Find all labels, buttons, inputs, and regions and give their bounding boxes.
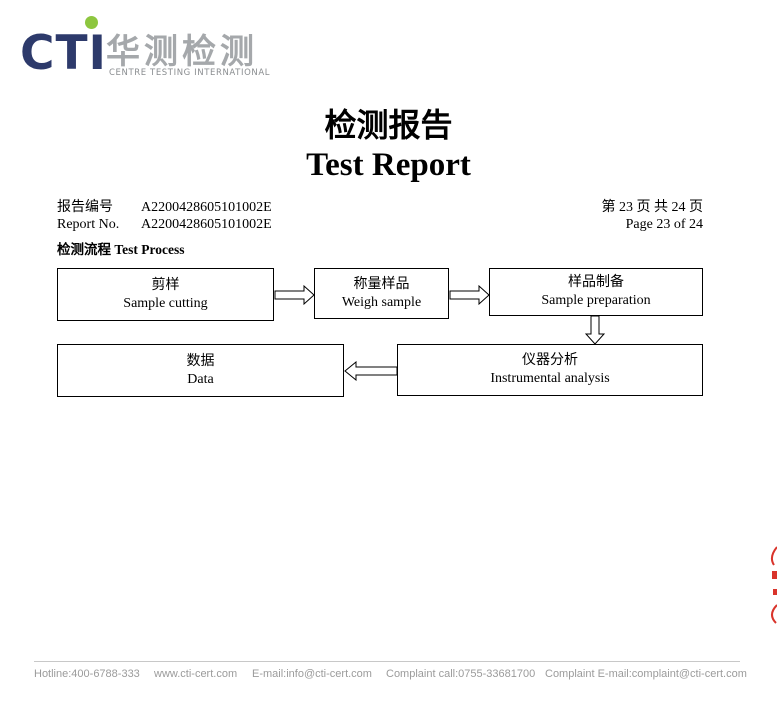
process-step-sample-cutting: 剪样 Sample cutting bbox=[57, 268, 274, 321]
step-label-cn: 数据 bbox=[186, 353, 215, 369]
page-number-en: Page 23 of 24 bbox=[625, 217, 703, 232]
footer-complaint-email-link[interactable]: Complaint E-mail:complaint@cti-cert.com bbox=[545, 668, 747, 680]
footer-email-link[interactable]: E-mail:info@cti-cert.com bbox=[252, 668, 372, 680]
footer-divider bbox=[34, 661, 740, 662]
process-step-instrumental-analysis: 仪器分析 Instrumental analysis bbox=[397, 344, 703, 396]
step-label-cn: 仪器分析 bbox=[522, 353, 578, 368]
step-label-cn: 样品制备 bbox=[568, 275, 624, 290]
arrow-right-icon bbox=[449, 285, 490, 305]
seal-stamp-fragment bbox=[770, 546, 777, 624]
arrow-right-icon bbox=[274, 285, 315, 305]
step-label-en: Data bbox=[187, 371, 214, 387]
footer-complaint-call: Complaint call:0755-33681700 bbox=[386, 668, 536, 680]
report-no-value: A2200428605101002E bbox=[141, 200, 272, 215]
logo-chinese-name: 华测检测 bbox=[106, 32, 258, 72]
step-label-en: Sample preparation bbox=[541, 293, 651, 308]
footer-hotline: Hotline:400-6788-333 bbox=[34, 668, 140, 680]
report-title-english: Test Report bbox=[306, 147, 471, 183]
step-label-en: Instrumental analysis bbox=[490, 371, 610, 386]
report-no-label-cn: 报告编号 bbox=[57, 200, 113, 215]
process-step-sample-preparation: 样品制备 Sample preparation bbox=[489, 268, 703, 316]
arrow-down-icon bbox=[585, 316, 605, 345]
company-logo: CTI 华测检测 CENTRE TESTING INTERNATIONAL bbox=[20, 16, 280, 80]
process-step-weigh-sample: 称量样品 Weigh sample bbox=[314, 268, 449, 319]
report-no-label-en: Report No. bbox=[57, 217, 120, 232]
footer-website-link[interactable]: www.cti-cert.com bbox=[154, 668, 238, 680]
step-label-en: Sample cutting bbox=[123, 295, 208, 311]
process-step-data: 数据 Data bbox=[57, 344, 344, 397]
section-title-test-process: 检测流程 Test Process bbox=[57, 242, 185, 257]
logo-brand-text: CTI bbox=[20, 26, 108, 81]
page-number-cn: 第 23 页 共 24 页 bbox=[601, 200, 704, 215]
step-label-cn: 剪样 bbox=[151, 277, 180, 293]
logo-green-dot bbox=[85, 16, 98, 29]
step-label-cn: 称量样品 bbox=[353, 276, 410, 292]
arrow-left-icon bbox=[344, 361, 398, 381]
report-title-chinese: 检测报告 bbox=[324, 107, 453, 143]
step-label-en: Weigh sample bbox=[341, 294, 422, 310]
logo-english-name: CENTRE TESTING INTERNATIONAL bbox=[109, 68, 271, 78]
report-no-value-en: A2200428605101002E bbox=[141, 217, 272, 232]
